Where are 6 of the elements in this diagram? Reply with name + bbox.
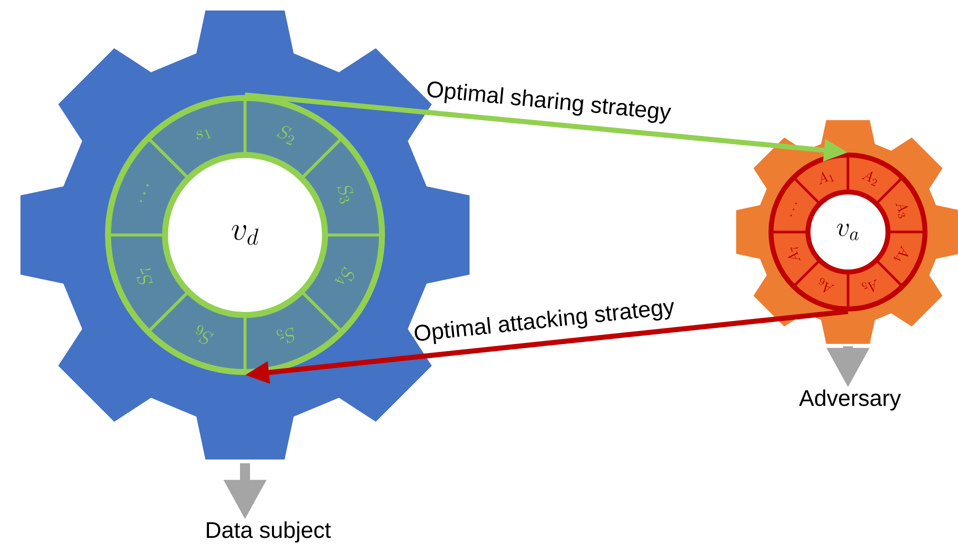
ring (105, 95, 385, 375)
caption-text: Adversary (799, 389, 901, 411)
ring (768, 152, 928, 312)
caption-text: Data subject (206, 521, 331, 543)
edge-label: Optimal attacking strategy (414, 302, 674, 344)
edge-label: Optimal sharing strategy (427, 82, 672, 124)
